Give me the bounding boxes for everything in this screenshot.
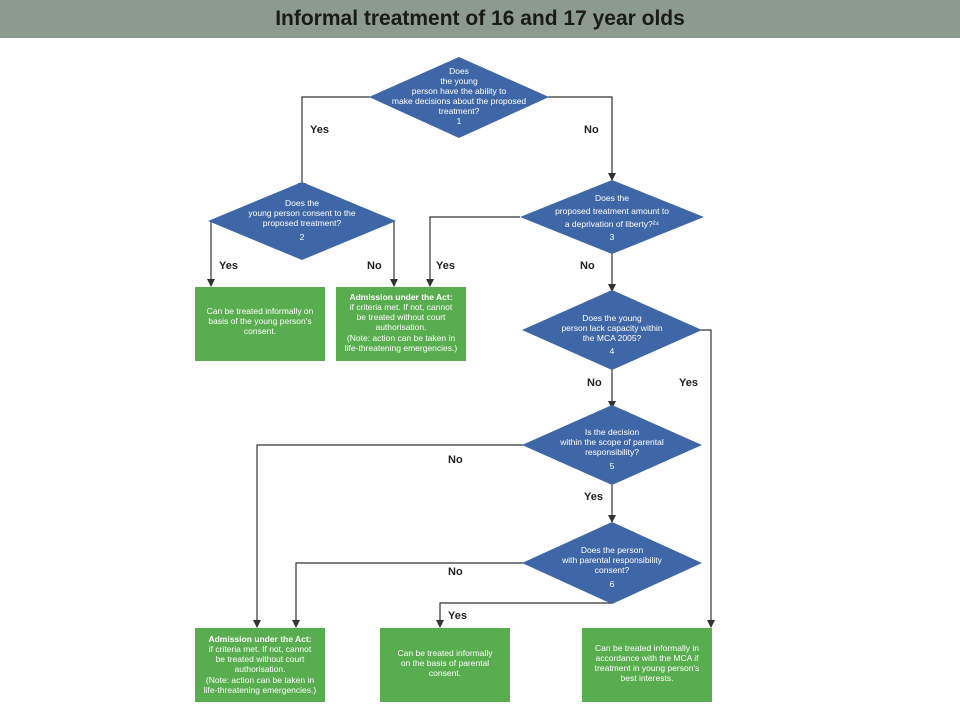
label-d6-yes: Yes xyxy=(448,610,467,622)
outcome-5-line-3: treatment in young person's xyxy=(595,663,700,673)
outcome-2-line-2: be treated without court xyxy=(357,312,446,322)
outcome-3-line-4: (Note: action can be taken in xyxy=(206,675,314,685)
outcome-2-box xyxy=(336,287,466,361)
outcome-3-box xyxy=(195,628,325,702)
connector-d4-yes xyxy=(700,329,715,628)
decision-3-line-1: Does the xyxy=(595,193,629,203)
label-d2-yes: Yes xyxy=(219,260,238,272)
outcome-4: Can be treated informally on the basis o… xyxy=(380,628,510,702)
decision-1-line-5: treatment? xyxy=(439,106,480,116)
decision-1-diamond xyxy=(369,57,549,138)
outcome-2: Admission under the Act: if criteria met… xyxy=(336,287,466,361)
label-d4-no: No xyxy=(587,377,602,389)
decision-6-line-2: with parental responsibility xyxy=(561,555,662,565)
outcome-2-line-1: if criteria met. If not, cannot xyxy=(350,302,453,312)
decision-5-line-1: Is the decision xyxy=(585,427,640,437)
outcome-5-box xyxy=(582,628,712,702)
decision-3-line-3: a deprivation of liberty?²⁴ xyxy=(565,219,660,229)
outcome-2-line-3: authorisation. xyxy=(375,322,426,332)
outcome-5-line-4: best interests. xyxy=(621,673,674,683)
outcome-3: Admission under the Act: if criteria met… xyxy=(195,628,325,702)
outcome-3-title: Admission under the Act: xyxy=(208,634,311,644)
decision-1-line-3: person have the ability to xyxy=(412,86,507,96)
decision-3-number: 3 xyxy=(610,232,615,242)
outcome-1: Can be treated informally on basis of th… xyxy=(195,287,325,361)
connectors xyxy=(207,96,715,628)
connector-d1-no xyxy=(548,96,616,181)
label-d5-yes: Yes xyxy=(584,491,603,503)
label-d1-yes: Yes xyxy=(310,124,329,136)
outcome-4-box xyxy=(380,628,510,702)
decision-2-line-2: young person consent to the xyxy=(248,208,356,218)
connector-d5-no xyxy=(253,444,524,628)
connector-d6-no xyxy=(292,562,524,628)
decision-1-number: 1 xyxy=(457,116,462,126)
decision-6-number: 6 xyxy=(610,579,615,589)
outcome-3-line-3: authorisation. xyxy=(234,664,285,674)
decision-4-diamond xyxy=(522,290,702,370)
decision-5-diamond xyxy=(522,405,702,485)
decision-5-line-2: within the scope of parental xyxy=(559,437,664,447)
decision-4-number: 4 xyxy=(610,346,615,356)
outcome-4-line-1: Can be treated informally xyxy=(398,648,494,658)
outcome-2-line-4: (Note: action can be taken in xyxy=(347,333,455,343)
label-d5-no: No xyxy=(448,454,463,466)
outcome-5: Can be treated informally in accordance … xyxy=(582,628,712,702)
label-d6-no: No xyxy=(448,566,463,578)
decision-1: Does the young person have the ability t… xyxy=(369,57,549,138)
decision-6-line-3: consent? xyxy=(595,565,630,575)
decision-6-line-1: Does the person xyxy=(581,545,644,555)
title-bar xyxy=(0,0,960,38)
edge-labels: Yes No Yes No Yes No No Yes No Yes No Ye… xyxy=(219,124,698,622)
page-title: Informal treatment of 16 and 17 year old… xyxy=(275,7,685,30)
decision-2-diamond xyxy=(208,182,396,260)
outcome-5-line-2: accordance with the MCA if xyxy=(596,653,700,663)
decision-6: Does the person with parental responsibi… xyxy=(522,522,702,604)
label-d3-no: No xyxy=(580,260,595,272)
connector-d1-yes xyxy=(298,96,370,191)
decision-4-line-1: Does the young xyxy=(582,313,642,323)
decision-3-line-2: proposed treatment amount to xyxy=(555,206,669,216)
outcome-5-line-1: Can be treated informally in xyxy=(595,643,699,653)
decision-1-line-4: make decisions about the proposed xyxy=(392,96,526,106)
decision-6-diamond xyxy=(522,522,702,604)
connector-d3-yes xyxy=(426,216,520,287)
outcome-3-line-5: life-threatening emergencies.) xyxy=(204,685,317,695)
label-d4-yes: Yes xyxy=(679,377,698,389)
decision-5-line-3: responsibility? xyxy=(585,447,639,457)
decision-3-diamond xyxy=(520,180,704,254)
outcome-4-line-2: on the basis of parental xyxy=(401,658,489,668)
outcome-1-line-1: Can be treated informally on xyxy=(207,306,314,316)
decision-4: Does the young person lack capacity with… xyxy=(522,290,702,370)
decision-2-line-1: Does the xyxy=(285,198,319,208)
decision-2: Does the young person consent to the pro… xyxy=(208,182,396,260)
outcome-4-line-3: consent. xyxy=(429,668,461,678)
outcome-2-line-5: life-threatening emergencies.) xyxy=(345,343,458,353)
outcome-1-line-2: basis of the young person's xyxy=(208,316,311,326)
decision-2-number: 2 xyxy=(300,232,305,242)
decision-1-line-1: Does xyxy=(449,66,469,76)
decision-1-line-2: the young xyxy=(440,76,478,86)
outcome-1-box xyxy=(195,287,325,361)
label-d3-yes: Yes xyxy=(436,260,455,272)
decision-4-line-3: the MCA 2005? xyxy=(583,333,642,343)
outcome-1-line-3: consent. xyxy=(244,326,276,336)
decision-5: Is the decision within the scope of pare… xyxy=(522,405,702,485)
decision-5-number: 5 xyxy=(610,461,615,471)
outcome-3-line-2: be treated without court xyxy=(216,654,305,664)
decision-2-line-3: proposed treatment? xyxy=(263,218,342,228)
outcome-2-title: Admission under the Act: xyxy=(349,292,452,302)
label-d1-no: No xyxy=(584,124,599,136)
decision-3: Does the proposed treatment amount to a … xyxy=(520,180,704,254)
label-d2-no: No xyxy=(367,260,382,272)
decision-4-line-2: person lack capacity within xyxy=(561,323,662,333)
outcome-3-line-1: if criteria met. If not, cannot xyxy=(209,644,312,654)
connector-d6-yes xyxy=(436,602,612,628)
